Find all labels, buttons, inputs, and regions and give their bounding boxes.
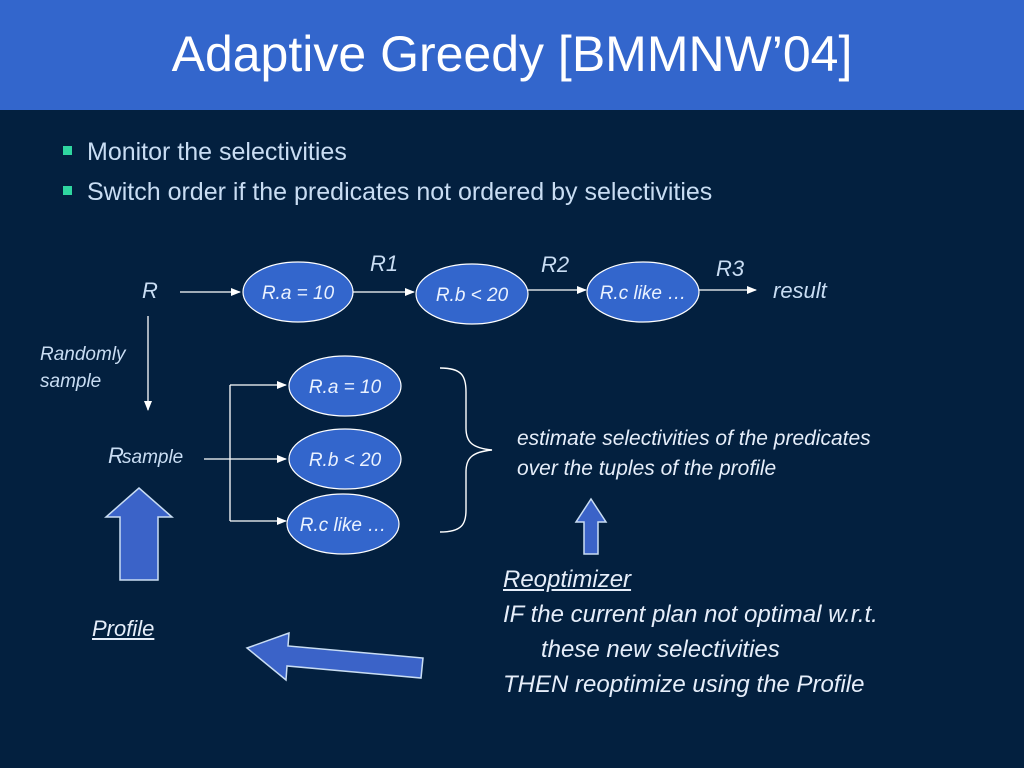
reoptimizer-up-arrow xyxy=(574,497,608,555)
title-bar xyxy=(0,0,1024,110)
sample-node-3-label: R.c like … xyxy=(300,515,387,536)
estimate-line-2: over the tuples of the profile xyxy=(517,457,777,480)
edge-label-r2: R2 xyxy=(541,252,569,277)
reoptimizer-line-2: these new selectivities xyxy=(541,636,780,663)
sample-node-2 xyxy=(288,428,402,490)
edge-label-r1: R1 xyxy=(370,251,398,276)
profile-label: Profile xyxy=(92,616,155,641)
sample-node-3 xyxy=(286,493,400,555)
reoptimizer-heading: Reoptimizer xyxy=(503,566,632,593)
reoptimizer-line-1: IF the current plan not optimal w.r.t. xyxy=(503,601,878,628)
pipeline-node-2 xyxy=(415,263,529,325)
bullet-marker-2 xyxy=(63,186,72,195)
bullet-marker-1 xyxy=(63,146,72,155)
pipeline-node-3 xyxy=(586,261,700,323)
rsample-r: R xyxy=(108,443,124,468)
pipeline-output-label: result xyxy=(773,278,828,303)
pipeline-node-3-label: R.c like … xyxy=(600,283,687,304)
sample-node-2-label: R.b < 20 xyxy=(309,450,382,471)
randomly-label: Randomly xyxy=(40,344,127,365)
reoptimizer-line-3: THEN reoptimize using the Profile xyxy=(503,671,865,698)
edge-label-r3: R3 xyxy=(716,256,745,281)
profile-up-arrow xyxy=(104,487,174,581)
curly-brace xyxy=(439,367,493,533)
bullet-1: Monitor the selectivities xyxy=(87,138,347,166)
slide-title: Adaptive Greedy [BMMNW’04] xyxy=(171,26,853,82)
pipeline-node-2-label: R.b < 20 xyxy=(436,285,509,306)
estimate-line-1: estimate selectivities of the predicates xyxy=(517,427,871,450)
rsample-sub: sample xyxy=(122,447,183,468)
pipeline-node-1-label: R.a = 10 xyxy=(262,283,335,304)
sample-node-1 xyxy=(288,355,402,417)
pipeline-input-label: R xyxy=(142,278,158,303)
reoptimize-left-arrow xyxy=(245,631,424,682)
sample-node-1-label: R.a = 10 xyxy=(309,377,382,398)
bullet-2: Switch order if the predicates not order… xyxy=(87,178,713,206)
sample-label: sample xyxy=(40,371,101,392)
